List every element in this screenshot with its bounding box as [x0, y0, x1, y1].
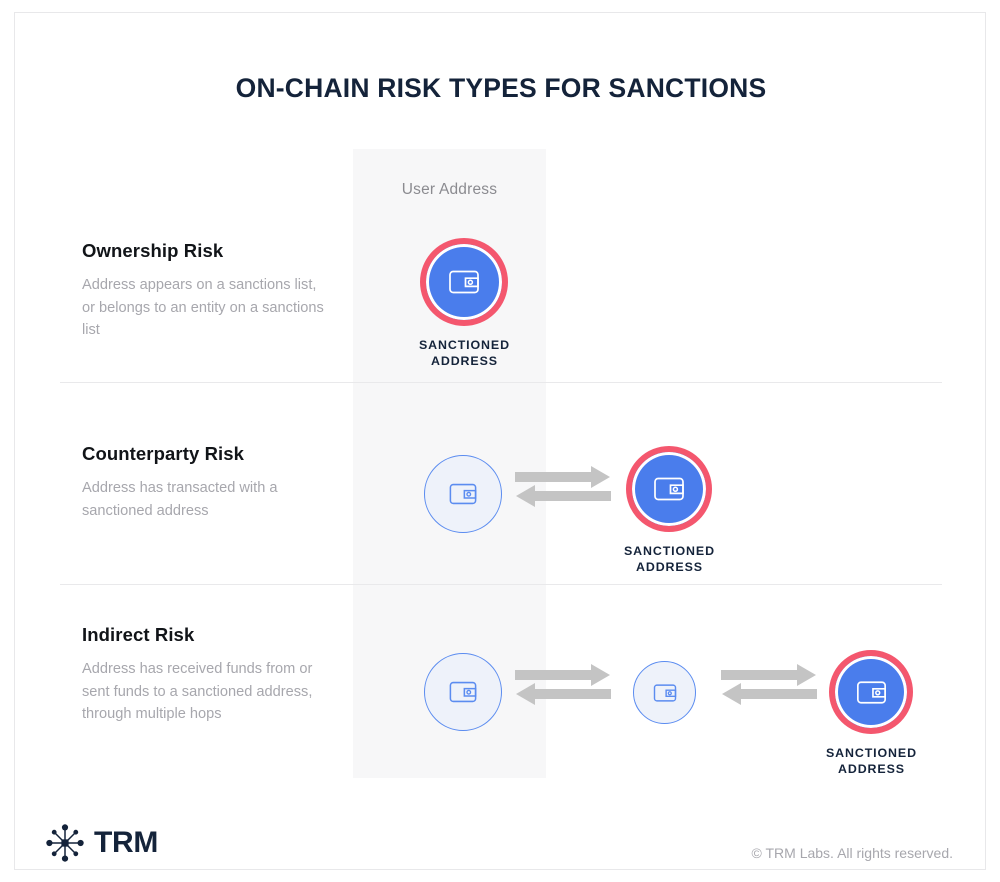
row-title-indirect-risk: Indirect Risk: [82, 624, 195, 645]
plain-circle: [424, 455, 502, 533]
plain-circle: [633, 661, 696, 724]
column-header-user-address: User Address: [401, 181, 498, 198]
node-sanctioned-address-row1[interactable]: SANCTIONED ADDRESS: [419, 238, 510, 369]
arrow-left-icon: [516, 683, 611, 705]
arrow-pair-row3-b: [721, 663, 817, 712]
row-text-ownership-risk: Ownership Risk Address appears on a sanc…: [82, 240, 332, 342]
wallet-icon: [449, 270, 480, 294]
node-label-sanctioned-address: SANCTIONED ADDRESS: [419, 338, 510, 368]
arrow-right-icon: [721, 664, 816, 686]
arrow-pair-row3-a: [515, 663, 611, 712]
row-title-counterparty-risk: Counterparty Risk: [82, 443, 245, 464]
node-sanctioned-address-row3[interactable]: SANCTIONED ADDRESS: [826, 650, 917, 777]
node-label-sanctioned-address: SANCTIONED ADDRESS: [826, 746, 917, 776]
arrow-right-icon: [515, 466, 610, 488]
row-divider-2: [60, 584, 942, 585]
sanctioned-circle: [626, 446, 713, 532]
wallet-icon: [653, 683, 676, 702]
trm-logo-text: TRM: [94, 826, 159, 859]
node-user-address-row2[interactable]: [424, 455, 502, 533]
infographic-card: ON-CHAIN RISK TYPES FOR SANCTIONS User A…: [14, 12, 986, 870]
arrow-left-icon: [722, 683, 817, 705]
row-divider-1: [60, 382, 942, 383]
wallet-icon: [449, 681, 477, 703]
arrow-left-icon: [516, 485, 611, 507]
node-label-sanctioned-address: SANCTIONED ADDRESS: [624, 544, 715, 574]
arrow-pair-row2: [515, 465, 611, 514]
wallet-icon: [654, 477, 685, 501]
row-description-counterparty-risk: Address has transacted with a sanctioned…: [82, 480, 278, 519]
node-user-address-row3[interactable]: [424, 653, 502, 731]
wallet-icon: [856, 680, 886, 704]
row-text-indirect-risk: Indirect Risk Address has received funds…: [82, 624, 332, 726]
arrow-right-icon: [515, 664, 610, 686]
node-sanctioned-address-row2[interactable]: SANCTIONED ADDRESS: [624, 446, 715, 575]
wallet-icon: [449, 483, 477, 505]
row-description-ownership-risk: Address appears on a sanctions list, or …: [82, 277, 324, 339]
node-intermediary-address-row3[interactable]: [633, 661, 696, 724]
row-text-counterparty-risk: Counterparty Risk Address has transacted…: [82, 443, 332, 522]
plain-circle: [424, 653, 502, 731]
copyright-text: © TRM Labs. All rights reserved.: [751, 845, 953, 861]
row-title-ownership-risk: Ownership Risk: [82, 240, 224, 261]
row-description-indirect-risk: Address has received funds from or sent …: [82, 661, 313, 723]
trm-logo: TRM: [45, 823, 158, 863]
sanctioned-circle: [829, 650, 914, 734]
sanctioned-circle: [420, 238, 509, 326]
trm-node-star-icon: [46, 824, 84, 862]
page-title: ON-CHAIN RISK TYPES FOR SANCTIONS: [235, 73, 767, 103]
